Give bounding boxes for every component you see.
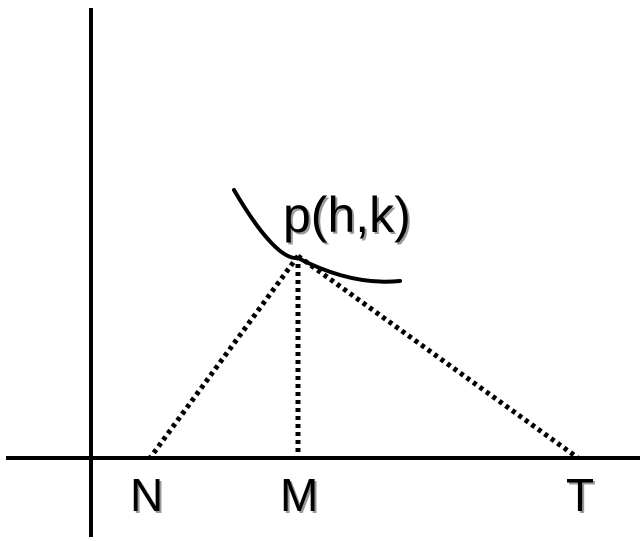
normal-line-pn bbox=[147, 254, 301, 460]
tangent-foot-label-shadow: T bbox=[568, 471, 596, 523]
point-label: p(h,k) bbox=[283, 187, 411, 243]
normal-foot-label-shadow: N bbox=[132, 471, 165, 523]
normal-foot-label: N bbox=[130, 469, 163, 521]
tangent-foot-label: T bbox=[566, 469, 594, 521]
tangent-foot-label-group: T T bbox=[566, 469, 596, 523]
point-label-shadow: p(h,k) bbox=[285, 189, 413, 245]
normal-foot-label-group: N N bbox=[130, 469, 165, 523]
ordinate-foot-label: M bbox=[280, 469, 318, 521]
ordinate-foot-label-shadow: M bbox=[282, 471, 320, 523]
ordinate-foot-label-group: M M bbox=[280, 469, 320, 523]
point-label-group: p(h,k) p(h,k) bbox=[283, 187, 413, 245]
tangent-line-pt bbox=[296, 253, 580, 461]
